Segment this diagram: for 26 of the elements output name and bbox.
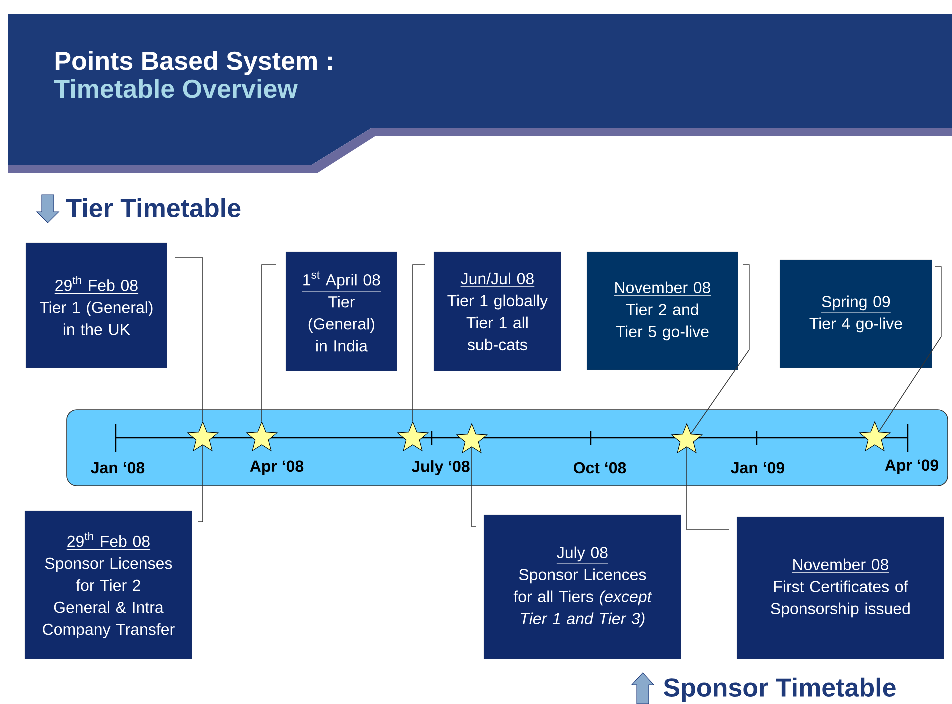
- leader-line: [262, 264, 276, 422]
- event-box: Jun/Jul 08 Tier 1 globally Tier 1 all sub-cats: [434, 252, 562, 372]
- axis-label: Apr ‘08: [250, 460, 304, 476]
- axis-label: Apr ‘09: [885, 460, 939, 474]
- axis-label: July ‘08: [412, 460, 470, 476]
- event-box: July 08 Sponsor Licences for all Tiers (except Tier 1 and Tier 3): [484, 515, 682, 660]
- leader-line: [690, 264, 750, 434]
- event-box: November 08 First Certificates of Sponsorship issued: [737, 517, 944, 660]
- section-heading: Tier Timetable: [66, 198, 241, 218]
- leader-line: [472, 446, 476, 528]
- axis-label: Jan ‘09: [731, 462, 785, 474]
- axis-label: Jan ‘08: [91, 462, 145, 474]
- title: Points Based System :: [56, 51, 332, 76]
- event-box: November 08 Tier 2 and Tier 5 go-live: [587, 252, 738, 370]
- leader-line: [198, 444, 204, 522]
- axis-label: Oct ‘08: [574, 462, 626, 474]
- event-box: $\text{29}^{\text{th}}\text{ Feb 08}$ Sponsor Licenses for Tier 2 General & Intra Company Transfer: [25, 511, 192, 660]
- leader-line: [878, 266, 942, 432]
- subtitle: Timetable Overview: [54, 79, 298, 98]
- event-box: Spring 09 Tier 4 go-live: [780, 260, 932, 368]
- event-box: $\text{29}^{\text{th}}\text{ Feb 08}$ Tier 1 (General) in the UK: [26, 243, 168, 368]
- section-heading: Sponsor Timetable: [664, 678, 896, 702]
- leader-line: [412, 264, 426, 422]
- leader-line: [175, 258, 204, 422]
- event-box: $\text{1}^{\text{st}}\text{ April 08}$ Tier (General) in India: [286, 252, 398, 372]
- leader-line: [686, 446, 730, 530]
